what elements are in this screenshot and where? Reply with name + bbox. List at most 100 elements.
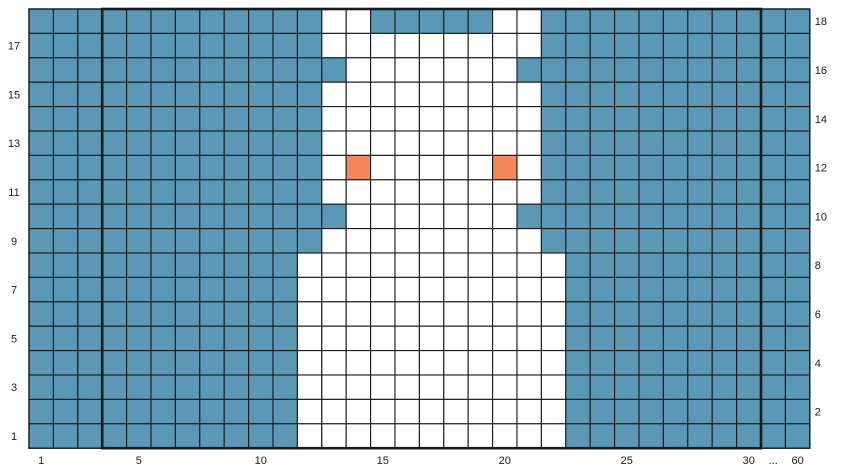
right-row-label: 18 [815,16,827,28]
stitch-cell-r2-c18 [444,399,468,423]
stitch-cell-r8-c26 [639,253,663,277]
stitch-cell-r10-c14 [346,204,370,228]
stitch-cell-r16-c29 [712,58,736,82]
stitch-cell-r15-c28 [688,82,712,106]
stitch-cell-r6-c15 [371,302,395,326]
stitch-cell-r16-c21 [517,58,541,82]
stitch-cell-r14-c29 [712,107,736,131]
stitch-cell-r9-c19 [468,229,492,253]
stitch-cell-r16-c25 [615,58,639,82]
column-label: 60 [791,455,803,465]
stitch-cell-r18-c5 [127,9,151,33]
stitch-cell-r13-c32 [785,131,809,155]
stitch-cell-r13-c8 [200,131,224,155]
stitch-cell-r15-c4 [102,82,126,106]
stitch-cell-r5-c13 [322,326,346,350]
stitch-cell-r13-c16 [395,131,419,155]
stitch-cell-r18-c2 [53,9,77,33]
stitch-cell-r3-c8 [200,375,224,399]
stitch-cell-r4-c6 [151,351,175,375]
stitch-cell-r18-c4 [102,9,126,33]
stitch-cell-r11-c18 [444,180,468,204]
stitch-cell-r7-c2 [53,277,77,301]
right-row-label: 14 [815,114,827,126]
stitch-cell-r12-c5 [127,155,151,179]
stitch-cell-r1-c29 [712,424,736,448]
left-row-label: 3 [11,382,17,394]
right-row-label: 2 [815,407,821,419]
stitch-cell-r1-c4 [102,424,126,448]
right-row-label: 8 [815,260,821,272]
stitch-cell-r17-c27 [663,33,687,57]
stitch-cell-r4-c26 [639,351,663,375]
stitch-cell-r16-c20 [493,58,517,82]
stitch-cell-r13-c24 [590,131,614,155]
stitch-cell-r11-c17 [419,180,443,204]
stitch-cell-r5-c21 [517,326,541,350]
stitch-cell-r4-c32 [785,351,809,375]
stitch-cell-r9-c2 [53,229,77,253]
stitch-cell-r4-c17 [419,351,443,375]
stitch-cell-r18-c20 [493,9,517,33]
stitch-cell-r11-c19 [468,180,492,204]
stitch-cell-r10-c11 [273,204,297,228]
stitch-cell-r14-c20 [493,107,517,131]
stitch-cell-r13-c11 [273,131,297,155]
stitch-cell-r15-c17 [419,82,443,106]
stitch-cell-r8-c7 [175,253,199,277]
stitch-cell-r18-c30 [737,9,761,33]
stitch-cell-r1-c6 [151,424,175,448]
stitch-cell-r6-c2 [53,302,77,326]
stitch-cell-r15-c32 [785,82,809,106]
stitch-cell-r4-c23 [566,351,590,375]
stitch-cell-r15-c11 [273,82,297,106]
stitch-cell-r4-c7 [175,351,199,375]
stitch-cell-r8-c12 [297,253,321,277]
stitch-cell-r9-c7 [175,229,199,253]
stitch-cell-r2-c31 [761,399,785,423]
stitch-cell-r3-c31 [761,375,785,399]
stitch-cell-r5-c30 [737,326,761,350]
stitch-cell-r11-c15 [371,180,395,204]
stitch-cell-r4-c27 [663,351,687,375]
stitch-cell-r8-c23 [566,253,590,277]
stitch-cell-r10-c23 [566,204,590,228]
stitch-cell-r8-c19 [468,253,492,277]
stitch-cell-r4-c10 [249,351,273,375]
stitch-cell-r10-c9 [224,204,248,228]
chart-cells [29,9,810,448]
stitch-cell-r3-c4 [102,375,126,399]
stitch-cell-r2-c14 [346,399,370,423]
stitch-cell-r7-c4 [102,277,126,301]
stitch-cell-r4-c3 [78,351,102,375]
stitch-cell-r11-c29 [712,180,736,204]
stitch-cell-r14-c12 [297,107,321,131]
stitch-cell-r17-c3 [78,33,102,57]
stitch-cell-r3-c2 [53,375,77,399]
stitch-cell-r1-c12 [297,424,321,448]
stitch-cell-r10-c15 [371,204,395,228]
stitch-cell-r8-c31 [761,253,785,277]
stitch-cell-r16-c11 [273,58,297,82]
stitch-cell-r15-c7 [175,82,199,106]
stitch-cell-r14-c19 [468,107,492,131]
stitch-cell-r7-c24 [590,277,614,301]
stitch-cell-r14-c32 [785,107,809,131]
stitch-cell-r5-c31 [761,326,785,350]
stitch-cell-r8-c24 [590,253,614,277]
stitch-cell-r18-c17 [419,9,443,33]
stitch-cell-r2-c25 [615,399,639,423]
stitch-cell-r15-c1 [29,82,53,106]
stitch-cell-r10-c21 [517,204,541,228]
stitch-cell-r13-c25 [615,131,639,155]
stitch-cell-r12-c27 [663,155,687,179]
stitch-cell-r11-c2 [53,180,77,204]
stitch-cell-r18-c3 [78,9,102,33]
stitch-cell-r6-c9 [224,302,248,326]
stitch-cell-r6-c17 [419,302,443,326]
stitch-cell-r15-c20 [493,82,517,106]
stitch-cell-r2-c13 [322,399,346,423]
stitch-cell-r3-c12 [297,375,321,399]
stitch-cell-r2-c16 [395,399,419,423]
